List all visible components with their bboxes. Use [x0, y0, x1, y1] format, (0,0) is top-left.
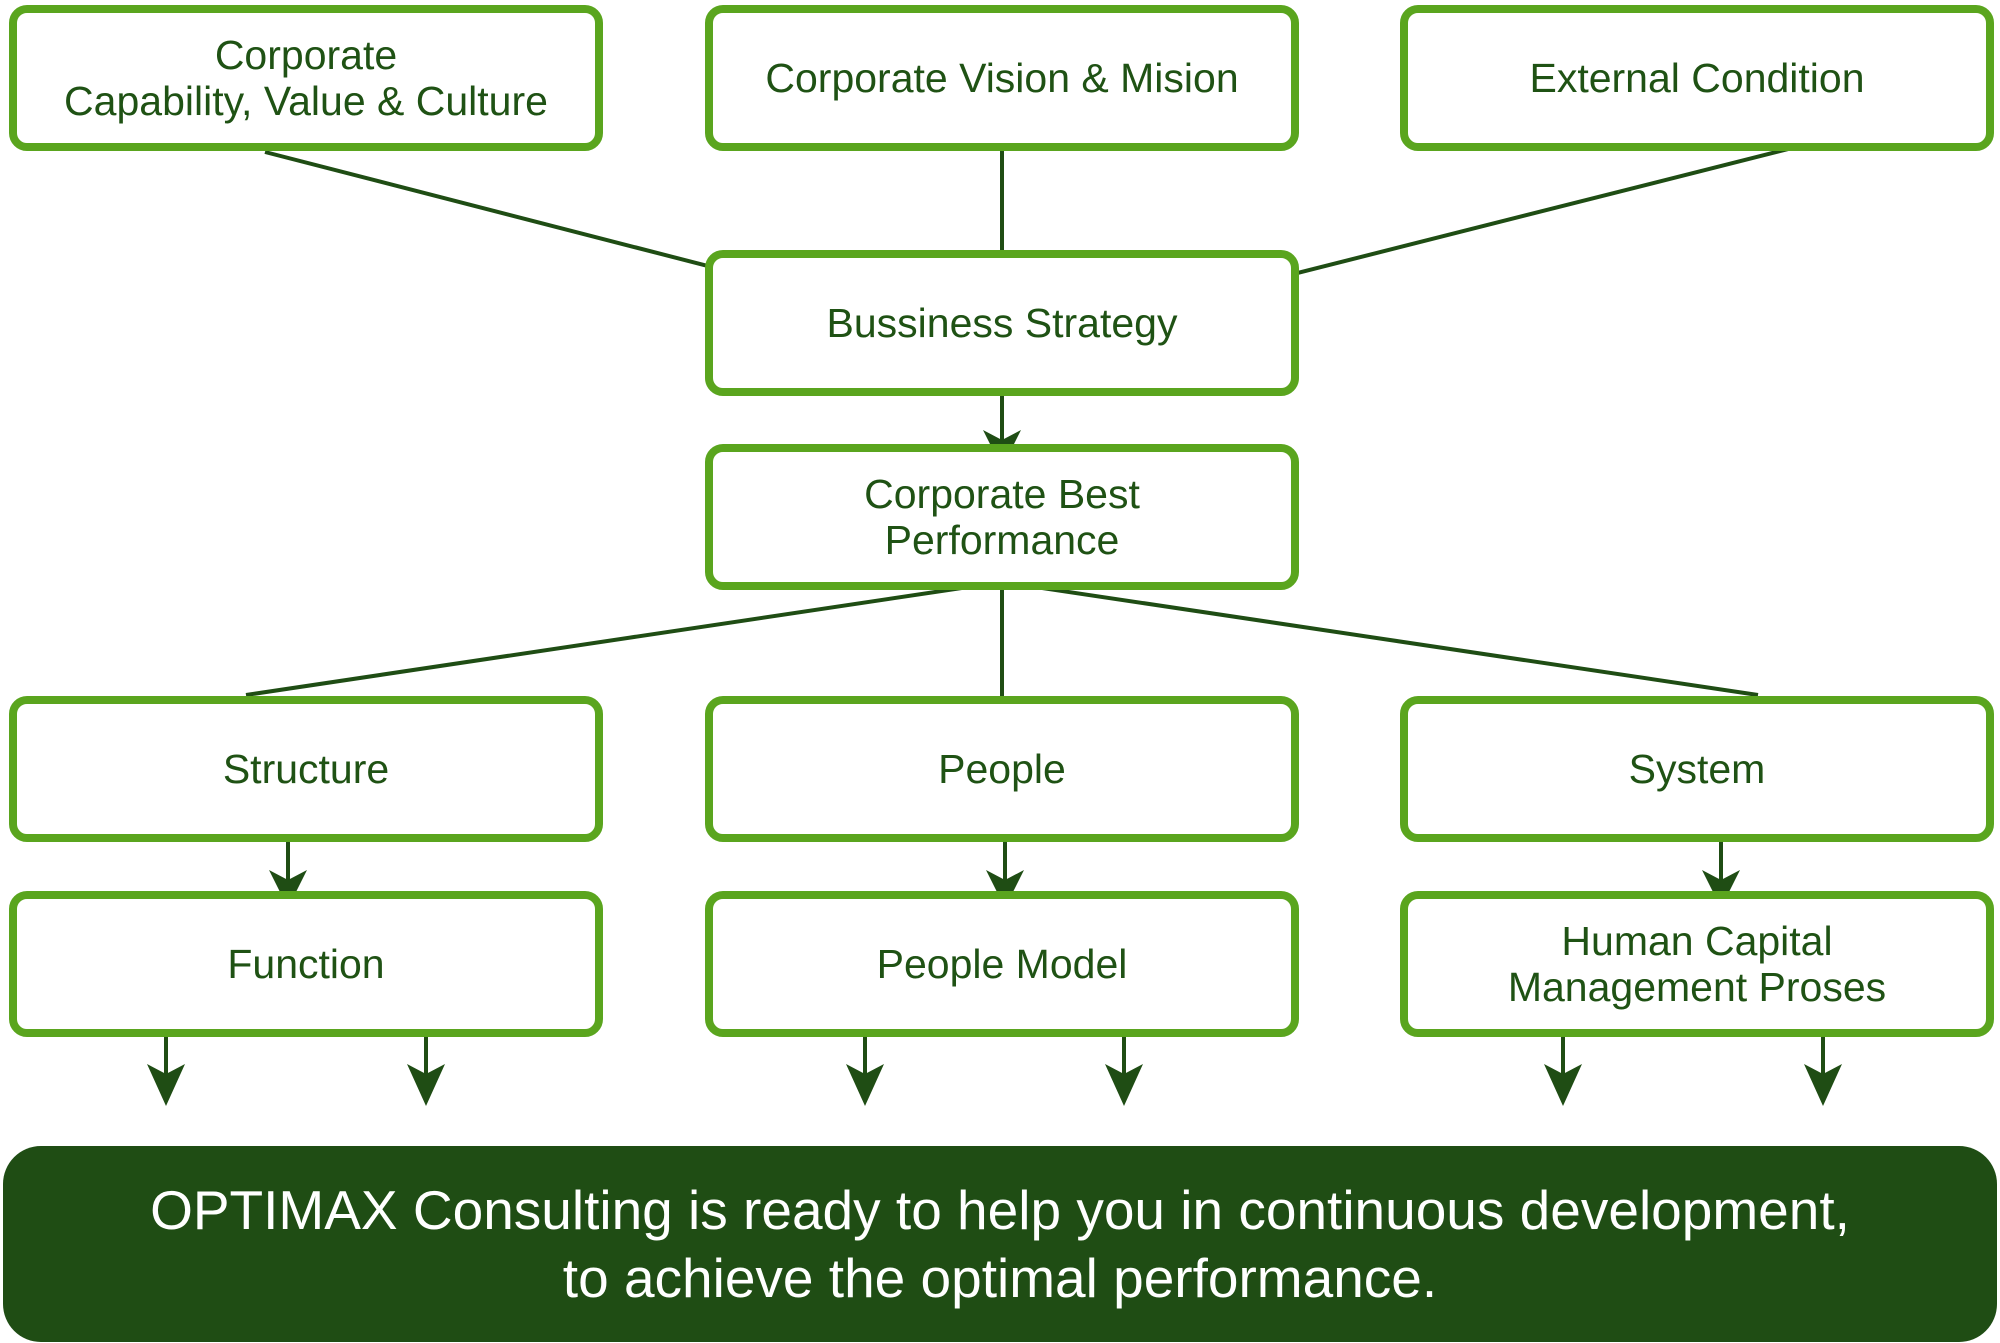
- arrowhead-structure: [269, 870, 307, 908]
- node-label: Human Capital Management Proses: [1507, 918, 1887, 1010]
- node-label: External Condition: [1529, 55, 1865, 101]
- out-arrowhead-function-right: [407, 1064, 445, 1106]
- node-label: Corporate Best Performance: [864, 471, 1140, 563]
- edge-capability-to-strategy: [264, 150, 771, 284]
- node-business-strategy: Bussiness Strategy: [705, 250, 1299, 396]
- node-system: System: [1400, 696, 1994, 842]
- node-label: System: [1628, 746, 1766, 792]
- out-arrowhead-hcm-right: [1804, 1064, 1842, 1106]
- node-label: People: [938, 746, 1066, 792]
- node-external-condition: External Condition: [1400, 5, 1994, 151]
- node-function: Function: [9, 891, 603, 1037]
- node-corporate-vision: Corporate Vision & Mision: [705, 5, 1299, 151]
- node-label: Structure: [222, 746, 390, 792]
- banner-text: OPTIMAX Consulting is ready to help you …: [150, 1179, 1850, 1309]
- node-corporate-best-performance: Corporate Best Performance: [705, 444, 1299, 590]
- node-corporate-capability: Corporate Capability, Value & Culture: [9, 5, 603, 151]
- node-label: Function: [227, 941, 385, 987]
- optimax-banner: OPTIMAX Consulting is ready to help you …: [3, 1146, 1997, 1342]
- node-label: Corporate Vision & Mision: [765, 55, 1239, 101]
- node-label: Corporate Capability, Value & Culture: [64, 32, 548, 124]
- node-label: People Model: [876, 941, 1128, 987]
- out-arrowhead-function-left: [147, 1064, 185, 1106]
- edge-external-to-strategy: [1249, 146, 1793, 287]
- out-arrowhead-people-model-left: [846, 1064, 884, 1106]
- node-human-capital-management: Human Capital Management Proses: [1400, 891, 1994, 1037]
- arrowhead-people: [986, 870, 1024, 908]
- node-people: People: [705, 696, 1299, 842]
- arrowhead-system: [1702, 870, 1740, 908]
- out-arrowhead-people-model-right: [1105, 1064, 1143, 1106]
- edge-performance-to-system: [1001, 580, 1759, 697]
- node-label: Bussiness Strategy: [826, 300, 1178, 346]
- edge-performance-to-structure: [245, 580, 1003, 697]
- node-structure: Structure: [9, 696, 603, 842]
- node-people-model: People Model: [705, 891, 1299, 1037]
- out-arrowhead-hcm-left: [1544, 1064, 1582, 1106]
